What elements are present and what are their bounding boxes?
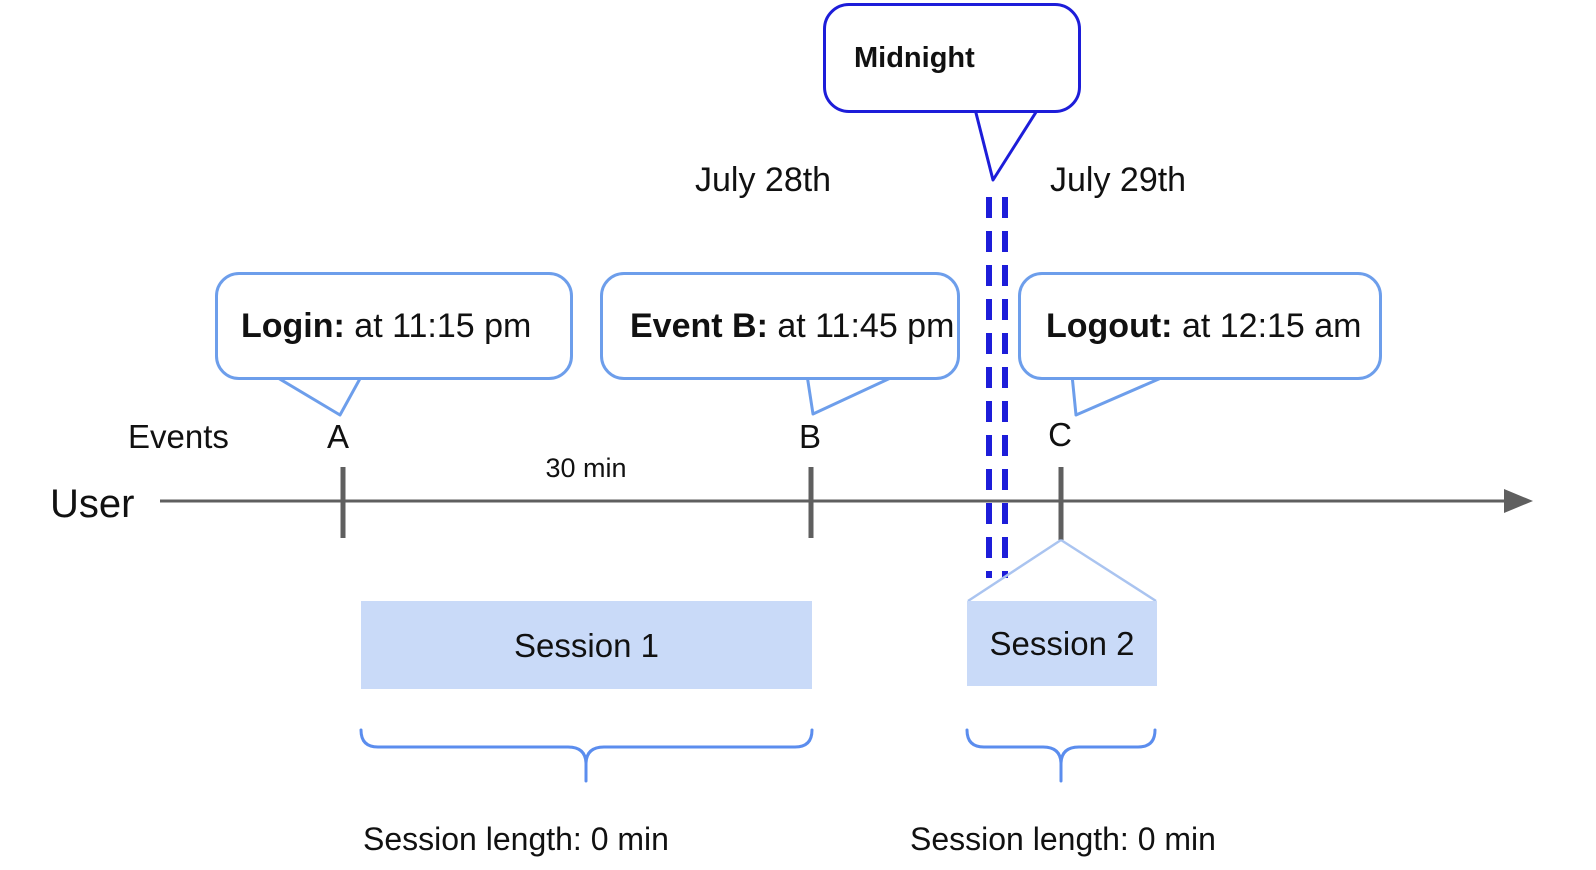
session2-length-label: Session length: 0 min bbox=[910, 821, 1216, 857]
midnight-bubble-tail bbox=[973, 108, 1040, 182]
date-label-july-28: July 28th bbox=[695, 161, 832, 199]
session1-brace bbox=[359, 728, 814, 783]
logout-callout-title: Logout: bbox=[1046, 307, 1173, 345]
user-axis-label: User bbox=[50, 482, 135, 526]
event-b-callout-title: Event B: bbox=[630, 307, 768, 345]
session2-connector-left-leg bbox=[967, 538, 1062, 603]
session1-length-label: Session length: 0 min bbox=[363, 821, 669, 857]
event-b-bubble-tail bbox=[805, 373, 898, 416]
login-callout-detail: at 11:15 pm bbox=[344, 307, 532, 345]
logout-callout-detail: at 12:15 am bbox=[1172, 307, 1362, 345]
events-axis-label: Events bbox=[128, 418, 229, 455]
session1-label: Session 1 bbox=[514, 626, 659, 664]
login-callout: Login: at 11:15 pm bbox=[215, 272, 573, 380]
logout-bubble-tail bbox=[1070, 373, 1169, 417]
interval-label-30min: 30 min bbox=[545, 453, 627, 483]
midnight-callout-label: Midnight bbox=[854, 41, 975, 74]
event-b-callout-detail: at 11:45 pm bbox=[767, 307, 955, 345]
event-marker-c: C bbox=[1048, 416, 1072, 453]
login-callout-title: Login: bbox=[241, 307, 345, 345]
event-marker-a: A bbox=[326, 418, 349, 455]
session2-label: Session 2 bbox=[989, 625, 1135, 662]
midnight-callout: Midnight bbox=[823, 3, 1081, 113]
date-label-july-29: July 29th bbox=[1050, 161, 1187, 199]
timeline-arrowhead-icon bbox=[1504, 489, 1533, 513]
session1-box: Session 1 bbox=[361, 601, 812, 689]
event-b-callout: Event B: at 11:45 pm bbox=[600, 272, 960, 380]
session2-box: Session 2 bbox=[967, 601, 1157, 686]
session2-connector-right-leg bbox=[1060, 538, 1157, 603]
login-bubble-tail bbox=[272, 373, 364, 417]
event-marker-b: B bbox=[798, 418, 821, 455]
logout-callout: Logout: at 12:15 am bbox=[1018, 272, 1382, 380]
session2-brace bbox=[965, 728, 1157, 783]
